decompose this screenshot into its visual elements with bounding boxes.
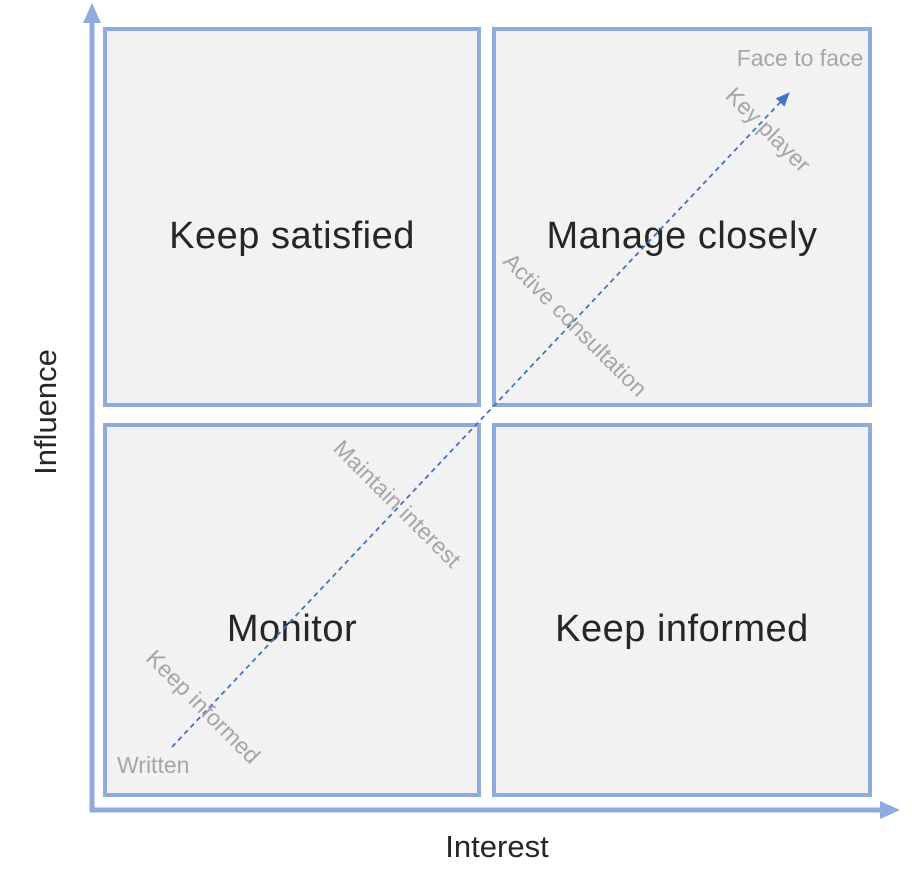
quadrant-manage-closely: Manage closely	[492, 27, 872, 407]
quadrant-keep-satisfied: Keep satisfied	[103, 27, 481, 407]
quadrant-label: Keep satisfied	[169, 214, 415, 257]
quadrant-monitor: Monitor	[103, 423, 481, 797]
x-axis-label: Interest	[445, 829, 549, 864]
scale-end-label: Face to face	[736, 45, 864, 71]
y-axis-arrowhead-icon	[83, 3, 101, 23]
scale-start-label: Written	[117, 752, 190, 778]
quadrant-keep-informed: Keep informed	[492, 423, 872, 797]
quadrant-label: Keep informed	[555, 607, 809, 650]
quadrant-label: Monitor	[226, 607, 358, 650]
quadrant-label: Manage closely	[546, 214, 818, 257]
y-axis-label: Influence	[28, 349, 63, 475]
x-axis-arrowhead-icon	[880, 801, 900, 819]
